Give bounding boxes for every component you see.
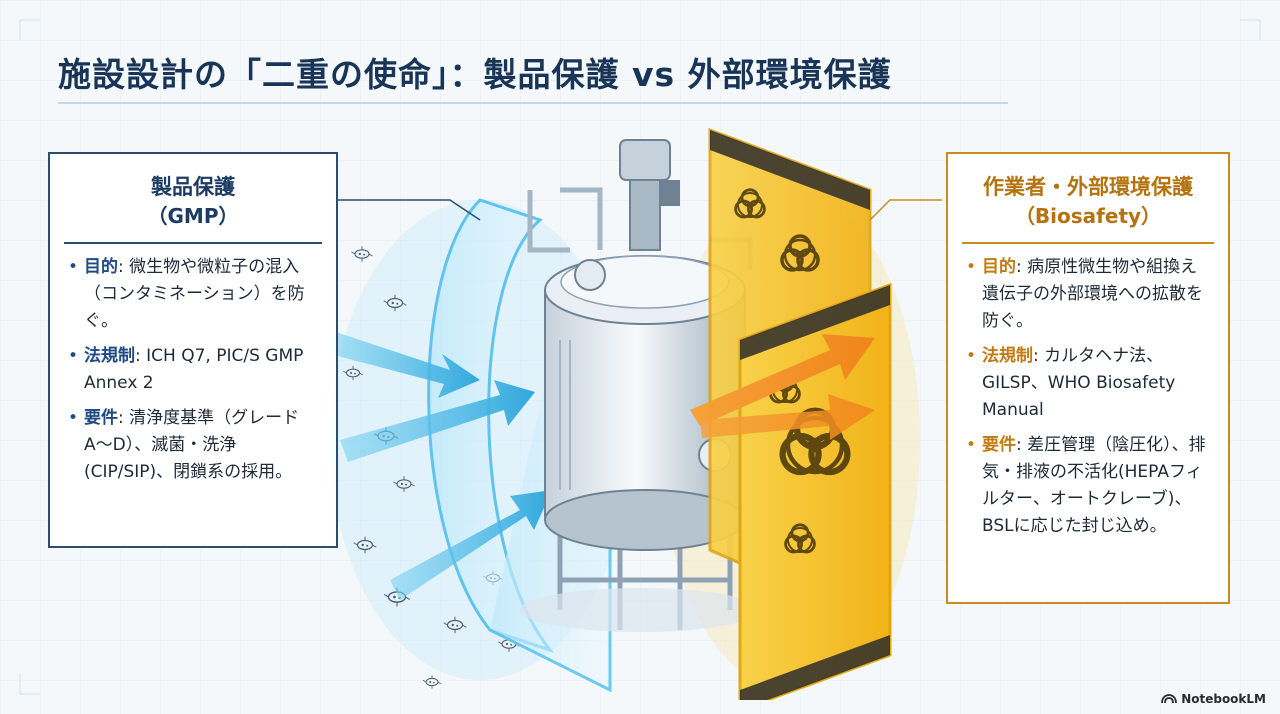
brand-name: NotebookLM bbox=[1181, 692, 1266, 706]
panel-title: 作業者・外部環境保護 bbox=[983, 175, 1193, 199]
bullet-icon: • bbox=[68, 346, 79, 366]
bullet-icon: • bbox=[966, 257, 977, 277]
title-underline bbox=[58, 102, 1008, 104]
inflow-arrows bbox=[330, 330, 552, 600]
bullet-icon: • bbox=[68, 408, 79, 428]
panel-divider bbox=[962, 242, 1214, 244]
panel-subtitle: （Biosafety） bbox=[1014, 204, 1162, 228]
list-item: •法規制: ICH Q7, PIC/S GMP Annex 2 bbox=[68, 343, 322, 397]
bullet-icon: • bbox=[68, 257, 79, 277]
list-item: •法規制: カルタヘナ法、GILSP、WHO Biosafety Manual bbox=[966, 343, 1214, 424]
notebooklm-logo-icon bbox=[1161, 694, 1178, 704]
list-item: •要件: 差圧管理（陰圧化）、排気・排液の不活化(HEPAフィルター、オートクレ… bbox=[966, 432, 1214, 540]
biosafety-panel: 作業者・外部環境保護 （Biosafety） •目的: 病原性微生物や組換え遺伝… bbox=[946, 152, 1230, 604]
outflow-arrows bbox=[690, 334, 875, 440]
list-item: •目的: 病原性微生物や組換え遺伝子の外部環境への拡散を防ぐ。 bbox=[966, 254, 1214, 335]
page-title: 施設設計の「二重の使命」：製品保護 vs 外部環境保護 bbox=[58, 55, 892, 94]
list-item: •要件: 清浄度基準（グレードA〜D）、滅菌・洗浄(CIP/SIP)、閉鎖系の採… bbox=[68, 405, 322, 486]
product-protection-panel: 製品保護 （GMP） •目的: 微生物や微粒子の混入（コンタミネーション）を防ぐ… bbox=[48, 152, 338, 548]
bullet-icon: • bbox=[966, 435, 977, 455]
bullet-icon: • bbox=[966, 346, 977, 366]
panel-title: 製品保護 bbox=[151, 175, 235, 199]
panel-divider bbox=[64, 242, 322, 244]
list-item: •目的: 微生物や微粒子の混入（コンタミネーション）を防ぐ。 bbox=[68, 254, 322, 335]
reactor-illustration bbox=[330, 127, 942, 700]
brand-watermark: NotebookLM bbox=[1161, 692, 1266, 706]
panel-subtitle: （GMP） bbox=[147, 204, 239, 228]
